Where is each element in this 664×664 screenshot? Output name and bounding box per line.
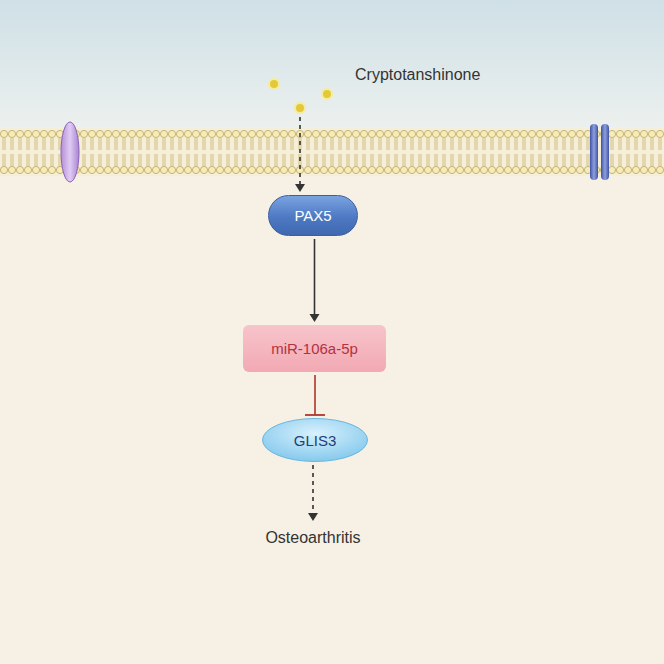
channel-protein [590,124,598,180]
node-text: Cryptotanshinone [355,66,480,84]
outcome-label: Osteoarthritis [261,524,365,552]
arrow-connector [310,239,320,322]
channel-protein [601,124,609,180]
protein-pill: PAX5 [268,195,358,236]
membrane-core [0,128,664,176]
drug-label: Cryptotanshinone [262,66,522,114]
node-text: Osteoarthritis [265,529,360,547]
arrow-connector [295,117,305,192]
molecule-dot [269,79,279,89]
molecule-dot [295,103,305,113]
mirna-box: miR-106a-5p [243,325,386,372]
cytoplasm [0,150,664,664]
node-text: GLIS3 [294,432,337,449]
lipid-bilayer [0,128,664,176]
drug-molecules [262,66,342,114]
node-text: miR-106a-5p [271,340,358,357]
target-ellipse: GLIS3 [262,418,368,462]
molecule-dot [322,89,332,99]
inhibition-connector [305,375,325,415]
node-text: PAX5 [294,207,331,224]
membrane-protein [61,122,79,182]
extracellular-space [0,0,664,150]
arrow-connector [308,465,318,521]
